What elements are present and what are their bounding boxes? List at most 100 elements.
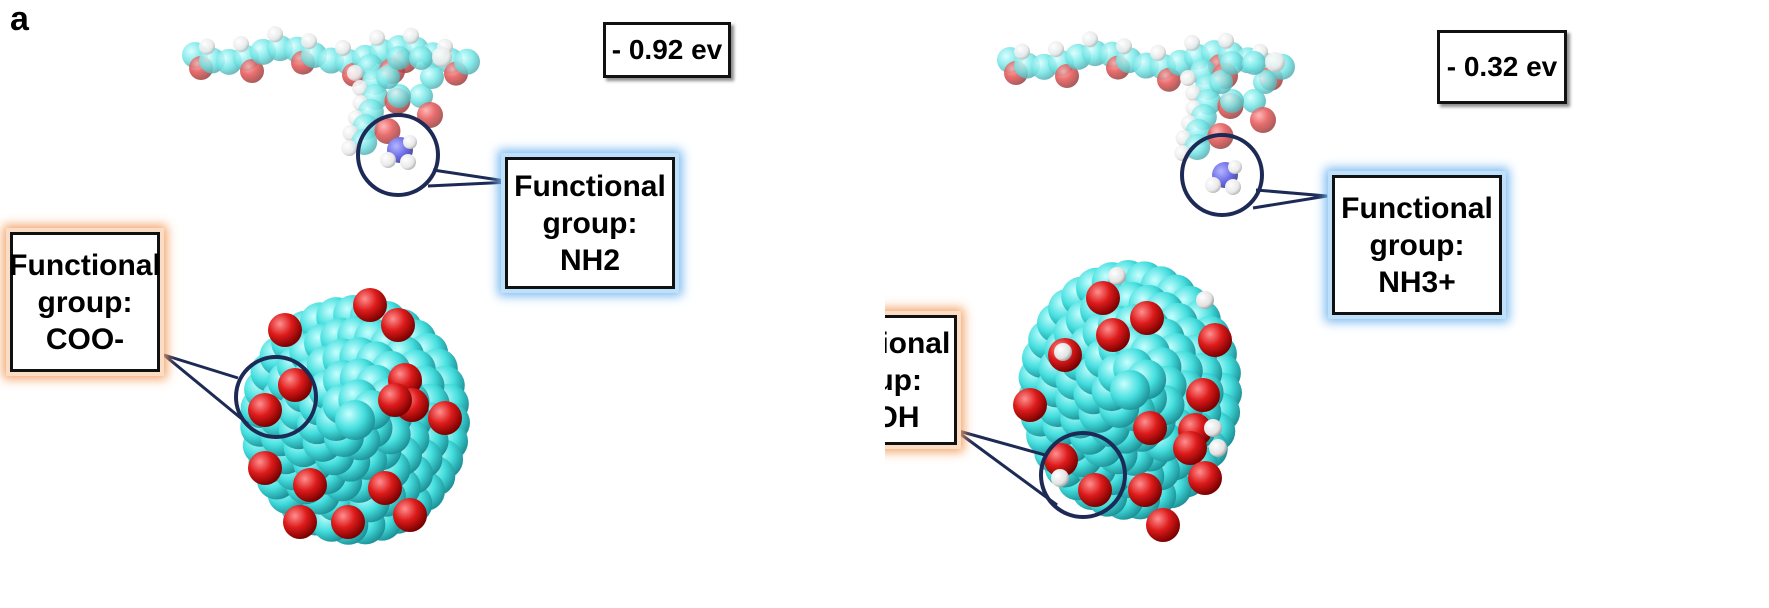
oxygen-atom — [374, 118, 401, 144]
hydrogen-atom — [199, 38, 215, 55]
oxygen-atom — [331, 505, 365, 539]
carbon-atom — [1220, 50, 1244, 75]
oxygen-atom — [417, 102, 443, 128]
amine-callout-pointer — [427, 168, 513, 188]
molecular-model-b — [954, 31, 1328, 542]
hydrogen-atom — [1108, 267, 1126, 285]
carbon-atom — [1209, 70, 1233, 94]
oxygen-atom — [1096, 318, 1130, 352]
carbon-atom — [1253, 70, 1277, 94]
hydrogen-atom — [432, 47, 452, 67]
carboxylate-group-highlight — [234, 355, 318, 439]
hydrogen-atom — [1180, 70, 1196, 86]
interaction-energy-value: - 0.32 ev — [1446, 51, 1558, 82]
carbon-atom — [376, 65, 400, 89]
carbon-atom — [409, 84, 433, 109]
oxygen-atom — [353, 288, 387, 322]
particle-functional-group-label: Functional group: COOH — [885, 326, 951, 434]
oxygen-atom — [428, 401, 462, 435]
oxygen-atom — [393, 498, 427, 532]
oxygen-atom — [1133, 411, 1167, 445]
polymer-chain — [182, 26, 480, 170]
hydrogen-atom — [1014, 43, 1030, 60]
particle-functional-group-label: Functional group: COO- — [9, 248, 161, 356]
carbon-atom — [1242, 89, 1266, 114]
hydrogen-atom — [1082, 31, 1098, 48]
oxygen-atom — [240, 58, 264, 83]
ammonium-group-highlight — [1180, 133, 1264, 217]
hydrogen-atom — [1209, 439, 1227, 457]
oxygen-atom — [1188, 461, 1222, 495]
carbon-atom — [454, 48, 480, 75]
molecular-model-a — [163, 26, 513, 545]
carbon-atom — [420, 65, 444, 89]
carbon-atom — [409, 45, 433, 70]
oxygen-atom — [248, 451, 282, 485]
oxygen-atom — [368, 471, 402, 505]
oxygen-atom — [1173, 431, 1207, 465]
panel-b: b - 0.32 ev Functional group: NH3+ Funct… — [885, 0, 1769, 608]
oxygen-atom — [1130, 301, 1164, 335]
oxygen-atom — [1198, 323, 1232, 357]
oxygen-atom — [1086, 281, 1120, 315]
hydrogen-atom — [1051, 469, 1069, 487]
carbon-atom — [387, 45, 411, 70]
carbon-atom — [1220, 89, 1244, 114]
hydrogen-atom — [267, 26, 283, 43]
oxygen-atom — [1013, 388, 1047, 422]
hydrogen-atom — [403, 27, 419, 44]
oxygen-atom — [283, 505, 317, 539]
interaction-energy-label: - 0.32 ev — [1437, 30, 1567, 104]
carbon-atom — [1242, 50, 1266, 75]
hydrogen-atom — [1196, 291, 1214, 309]
hydrogen-atom — [403, 135, 417, 149]
carbon-atom — [1110, 370, 1150, 410]
panel-label: a — [10, 0, 29, 38]
carboxyl-group-highlight — [1039, 431, 1127, 519]
polymer-functional-group-label: Functional group: NH3+ — [1341, 191, 1493, 299]
hydrogen-atom — [1218, 32, 1234, 49]
hydrogen-atom — [335, 39, 351, 56]
oxygen-atom — [1078, 473, 1112, 507]
carbon-particle — [240, 288, 470, 545]
hydrogen-atom — [1204, 419, 1222, 437]
hydrogen-atom — [1150, 44, 1166, 61]
oxygen-atom — [1186, 378, 1220, 412]
oxygen-atom — [248, 393, 282, 427]
oxygen-atom — [1055, 63, 1079, 88]
hydrogen-atom — [380, 152, 396, 168]
hydrogen-atom — [301, 33, 317, 50]
ammonium-callout-pointer — [1252, 188, 1328, 210]
carbon-atom — [335, 400, 375, 440]
oxygen-atom — [268, 313, 302, 347]
oxygen-atom — [381, 308, 415, 342]
particle-functional-group-callout: Functional group: COO- — [9, 232, 161, 372]
oxygen-atom — [378, 383, 412, 417]
hydrogen-atom — [1205, 177, 1221, 193]
hydrogen-atom — [1048, 40, 1064, 57]
hydrogen-atom — [1116, 38, 1132, 55]
hydrogen-atom — [1184, 34, 1200, 51]
carbon-atom — [387, 84, 411, 109]
oxygen-atom — [1250, 107, 1276, 133]
hydrogen-atom — [233, 35, 249, 52]
hydrogen-atom — [347, 65, 363, 81]
oxygen-atom — [1128, 473, 1162, 507]
hydrogen-atom — [1228, 160, 1242, 174]
hydrogen-atom — [341, 140, 358, 156]
carboxylate-callout-pointer — [163, 353, 249, 426]
oxygen-atom — [293, 468, 327, 502]
particle-functional-group-callout: Functional group: COOH — [885, 315, 957, 445]
hydrogen-atom — [400, 154, 416, 170]
interaction-energy-label: - 0.92 ev — [603, 22, 731, 78]
amine-group-highlight — [356, 113, 440, 197]
oxygen-atom — [1146, 508, 1180, 542]
polymer-functional-group-label: Functional group: NH2 — [514, 169, 666, 277]
oxygen-atom — [1044, 443, 1078, 477]
interaction-energy-value: - 0.92 ev — [611, 34, 723, 65]
panel-a: a - 0.92 ev Functional group: NH2 Functi… — [0, 0, 884, 608]
hydrogen-atom — [1265, 52, 1285, 72]
polymer-functional-group-callout: Functional group: NH2 — [505, 157, 675, 289]
oxygen-atom — [278, 368, 312, 402]
polymer-functional-group-callout: Functional group: NH3+ — [1332, 175, 1502, 315]
